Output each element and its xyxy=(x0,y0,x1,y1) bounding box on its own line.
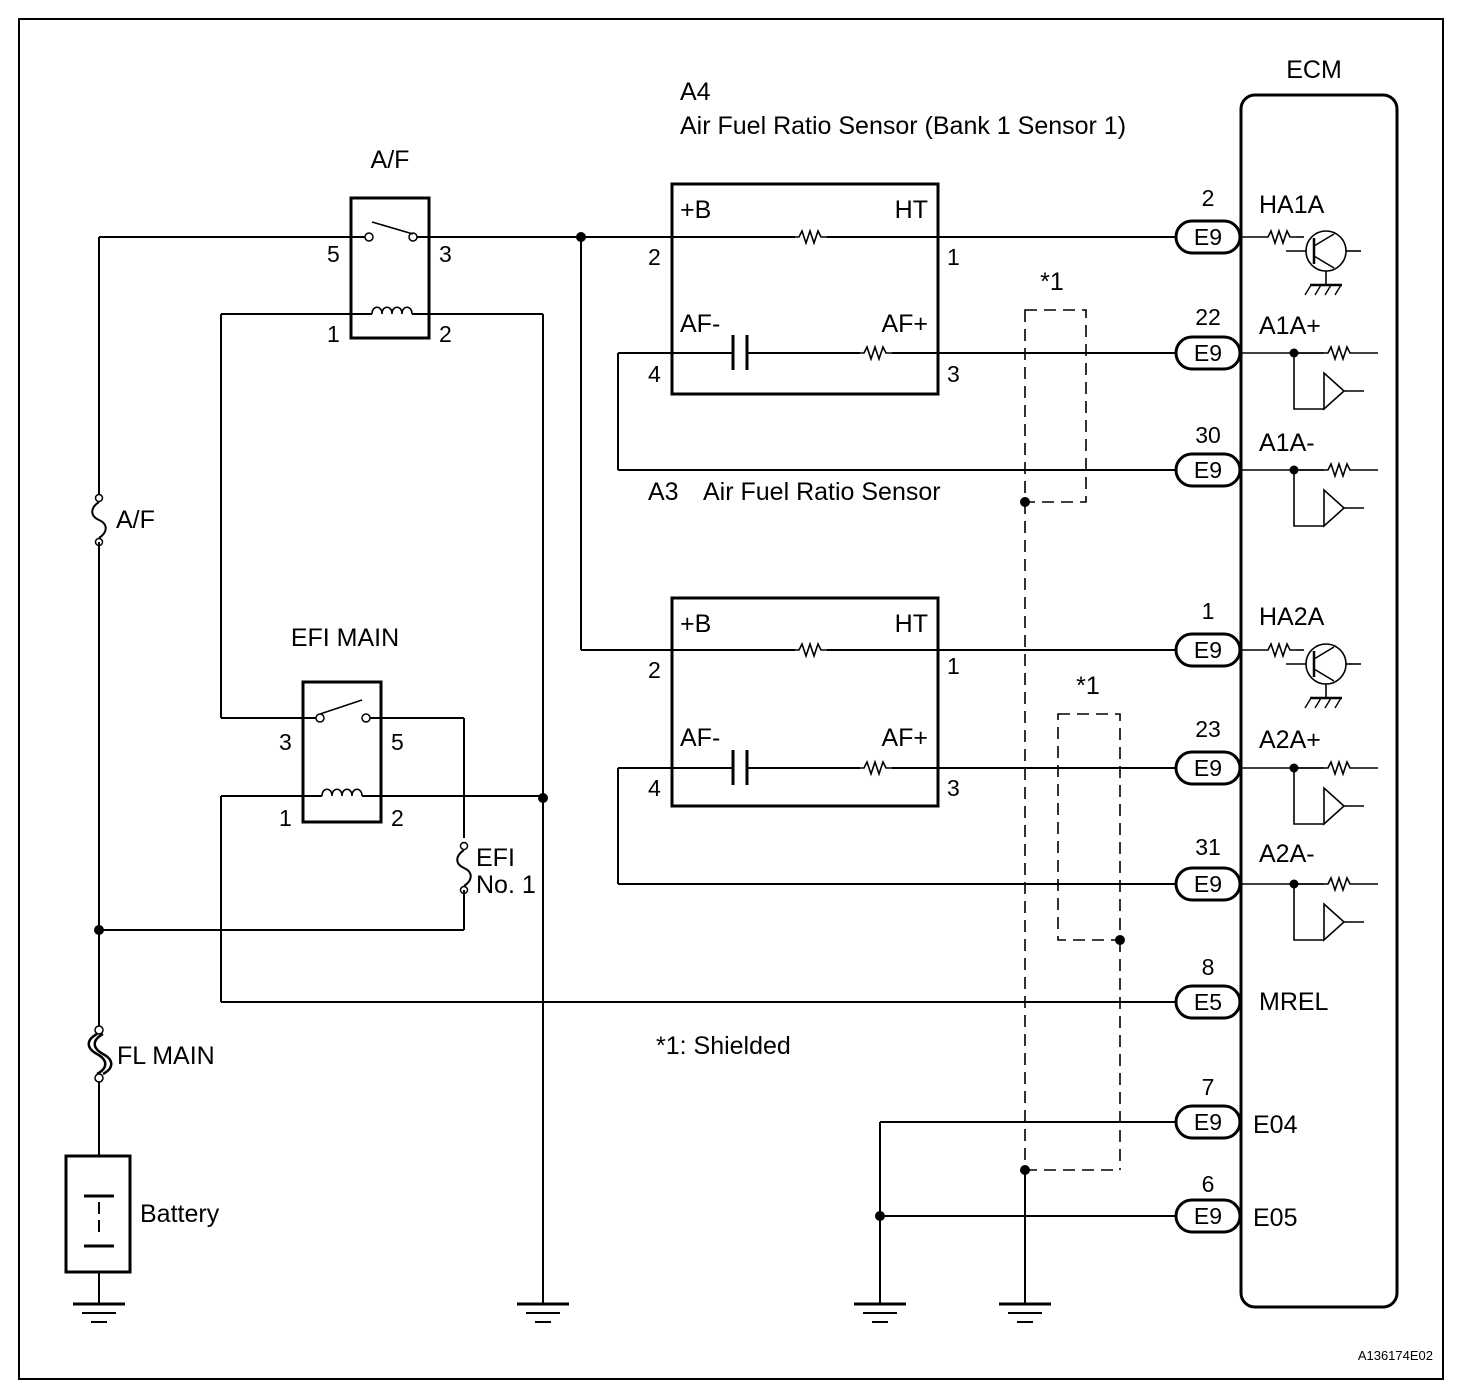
sensor-a3-af-plus: AF+ xyxy=(881,724,928,752)
sensor-a3-ht: HT xyxy=(895,610,928,638)
terminal-name: HA2A xyxy=(1259,603,1325,631)
af-relay-pin-1: 1 xyxy=(327,321,340,347)
efi-relay-pin-1: 1 xyxy=(279,805,292,831)
connector-oval xyxy=(1174,1104,1242,1140)
terminal-pin: 1 xyxy=(1202,598,1215,624)
sensor-a3-code: A3 xyxy=(648,478,679,506)
terminal-name: E05 xyxy=(1253,1204,1297,1232)
terminal-conn: E9 xyxy=(1194,457,1222,483)
ground-shield-icon xyxy=(997,1302,1053,1324)
efi-relay-pin-3: 3 xyxy=(279,729,292,755)
shield-sensor-a3 xyxy=(1057,713,1121,941)
efi-main-relay-label: EFI MAIN xyxy=(291,624,399,652)
terminal-name: A2A+ xyxy=(1259,726,1321,754)
shield-marker-1: *1 xyxy=(1040,268,1064,296)
terminal-conn: E9 xyxy=(1194,1109,1222,1135)
shield-sensor-a4 xyxy=(1024,309,1087,503)
terminal-conn: E9 xyxy=(1194,1203,1222,1229)
terminal-pin: 7 xyxy=(1202,1074,1215,1100)
terminal-conn: E9 xyxy=(1194,340,1222,366)
terminal-name: A1A+ xyxy=(1259,312,1321,340)
sensor-a3-plus-b: +B xyxy=(680,610,711,638)
terminal-pin: 31 xyxy=(1195,834,1221,860)
sensor-a4-af-minus: AF- xyxy=(680,310,720,338)
sensor-a3-pin-1: 1 xyxy=(947,653,960,679)
sensor-a3-af-minus: AF- xyxy=(680,724,720,752)
terminal-pin: 30 xyxy=(1195,422,1221,448)
battery-icon xyxy=(64,1154,132,1274)
terminal-conn: E9 xyxy=(1194,755,1222,781)
sensor-a4-af-plus: AF+ xyxy=(881,310,928,338)
af-relay xyxy=(349,196,431,340)
efi-relay-pin-2: 2 xyxy=(391,805,404,831)
terminal-pin: 22 xyxy=(1195,304,1221,330)
terminal-pin: 6 xyxy=(1202,1171,1215,1197)
ground-ecm-icon xyxy=(852,1302,908,1324)
efi-main-relay xyxy=(301,680,383,824)
sensor-a4-name: Air Fuel Ratio Sensor (Bank 1 Sensor 1) xyxy=(680,112,1126,140)
fl-main-fusible-link-icon xyxy=(87,1025,113,1083)
sensor-a4-box xyxy=(670,182,940,396)
sensor-a4-pin-3: 3 xyxy=(947,361,960,387)
shield-note: *1: Shielded xyxy=(656,1032,791,1060)
ecm-title: ECM xyxy=(1286,56,1342,84)
terminal-name: E04 xyxy=(1253,1111,1298,1139)
fuse-efi-label-1: EFI xyxy=(476,844,515,872)
sensor-a4-plus-b: +B xyxy=(680,196,711,224)
sensor-a3-name: Air Fuel Ratio Sensor xyxy=(703,478,941,506)
fuse-af-icon xyxy=(91,493,107,547)
sensor-a3-pin-4: 4 xyxy=(648,775,661,801)
connector-oval xyxy=(1174,984,1242,1020)
diagram-frame xyxy=(18,18,1444,1380)
terminal-pin: 23 xyxy=(1195,716,1221,742)
figure-id: A136174E02 xyxy=(1358,1348,1433,1363)
sensor-a3-box xyxy=(670,596,940,808)
af-relay-pin-2: 2 xyxy=(439,321,452,347)
battery-label: Battery xyxy=(140,1200,220,1228)
af-relay-pin-5: 5 xyxy=(327,241,340,267)
terminal-name: MREL xyxy=(1259,988,1329,1016)
af-relay-label: A/F xyxy=(371,146,410,174)
ground-battery-icon xyxy=(71,1302,127,1324)
af-relay-pin-3: 3 xyxy=(439,241,452,267)
shield-marker-2: *1 xyxy=(1076,672,1100,700)
sensor-a3-pin-2: 2 xyxy=(648,657,661,683)
terminal-name: HA1A xyxy=(1259,191,1325,219)
fl-main-label: FL MAIN xyxy=(117,1042,215,1070)
sensor-a4-code: A4 xyxy=(680,78,711,106)
terminal-name: A1A- xyxy=(1259,429,1315,457)
terminal-conn: E5 xyxy=(1194,989,1222,1015)
terminal-conn: E9 xyxy=(1194,224,1222,250)
efi-relay-pin-5: 5 xyxy=(391,729,404,755)
fuse-efi-label-2: No. 1 xyxy=(476,871,536,899)
terminal-conn: E9 xyxy=(1194,637,1222,663)
terminal-pin: 2 xyxy=(1202,185,1215,211)
sensor-a4-ht: HT xyxy=(895,196,928,224)
sensor-a4-pin-2: 2 xyxy=(648,244,661,270)
sensor-a4-pin-1: 1 xyxy=(947,244,960,270)
fuse-efi-no1-icon xyxy=(456,841,472,895)
sensor-a3-pin-3: 3 xyxy=(947,775,960,801)
terminal-conn: E9 xyxy=(1194,871,1222,897)
fuse-af-label: A/F xyxy=(116,506,155,534)
ground-relay-icon xyxy=(515,1302,571,1324)
connector-oval xyxy=(1174,1198,1242,1234)
terminal-pin: 8 xyxy=(1202,954,1215,980)
sensor-a4-pin-4: 4 xyxy=(648,361,661,387)
terminal-name: A2A- xyxy=(1259,840,1315,868)
